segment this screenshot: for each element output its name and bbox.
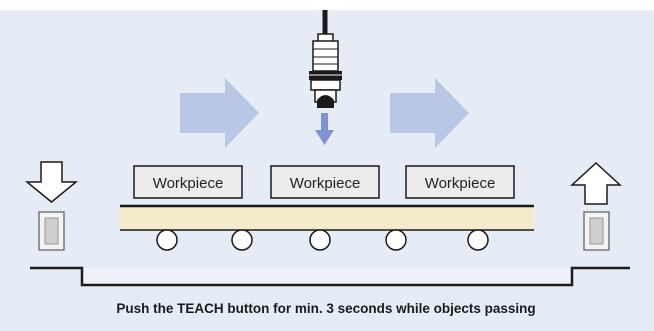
flow-right-arrow-icon-2	[390, 78, 469, 148]
workpiece-label: Workpiece	[290, 175, 361, 192]
roller	[467, 229, 489, 251]
workpiece-2: Workpiece	[270, 165, 380, 199]
workpiece-1: Workpiece	[133, 165, 243, 199]
workpiece-label: Workpiece	[425, 175, 496, 192]
left-reflector-icon	[38, 211, 65, 251]
roller	[385, 229, 407, 251]
workpiece-label: Workpiece	[153, 175, 224, 192]
workpiece-3: Workpiece	[405, 165, 515, 199]
conveyor-pit	[82, 268, 573, 285]
photoelectric-sensor-icon	[309, 33, 342, 108]
left-down-arrow-icon	[24, 161, 79, 203]
conveyor-rollers	[156, 229, 489, 251]
floor-outline	[30, 266, 630, 287]
conveyor-belt	[120, 207, 534, 230]
right-reflector-icon	[583, 211, 610, 251]
roller	[231, 229, 253, 251]
detection-down-arrow-icon	[315, 113, 334, 145]
roller	[309, 229, 331, 251]
instruction-caption: Push the TEACH button for min. 3 seconds…	[116, 301, 535, 316]
roller	[156, 229, 178, 251]
flow-right-arrow-icon-1	[180, 78, 259, 148]
right-up-arrow-icon	[570, 161, 622, 205]
